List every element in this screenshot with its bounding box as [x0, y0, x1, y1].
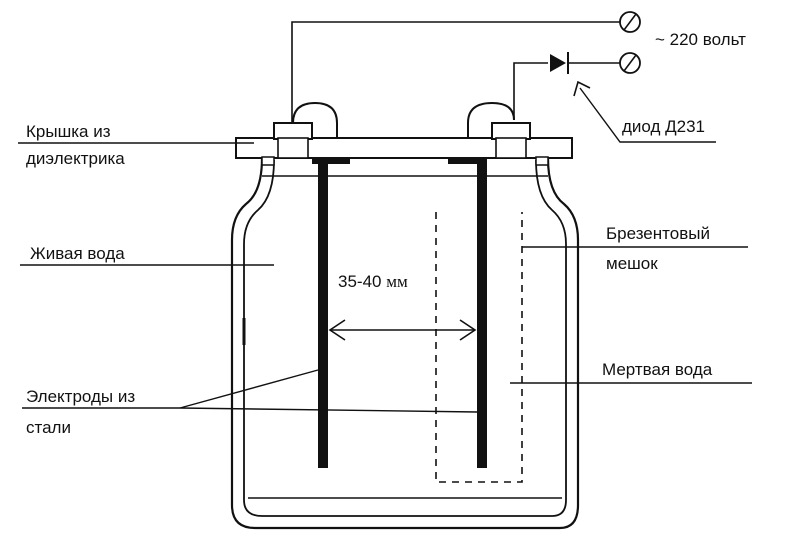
- electrodes-leader-right: [179, 407, 478, 413]
- electrodes-label-line1: Электроды из: [26, 387, 136, 406]
- left-terminal-cap: [292, 101, 338, 124]
- gap-label: 35-40 мм: [338, 272, 408, 292]
- socket-bottom-icon: [619, 52, 641, 74]
- dielectric-lid: [235, 137, 573, 159]
- lid-step-right: [535, 156, 549, 166]
- lid-label-line2: диэлектрика: [26, 149, 125, 168]
- gap-arrow-left: [328, 319, 346, 341]
- diode-leader-line: [579, 87, 716, 143]
- lid-step-left: [261, 156, 275, 166]
- gap-unit: мм: [386, 272, 408, 291]
- electrodes-label-line2: стали: [26, 418, 71, 437]
- jar-outer-outline: [230, 157, 580, 530]
- right-terminal-nut: [491, 122, 531, 140]
- wire-main: [291, 21, 620, 123]
- lid-label-line1: Крышка из: [26, 122, 111, 141]
- gap-arrow-right: [459, 319, 477, 341]
- live-water-label: Живая вода: [30, 244, 125, 263]
- right-electrode: [477, 158, 487, 468]
- canvas-bag: [435, 212, 523, 483]
- canvas-bag-label-line2: мешок: [606, 254, 658, 273]
- left-terminal-nut: [273, 122, 313, 140]
- left-electrode-clamp: [312, 157, 350, 164]
- right-terminal-base: [495, 137, 527, 159]
- wire-diode: [513, 62, 548, 120]
- left-terminal-base: [277, 137, 309, 159]
- diode-icon: [550, 54, 566, 72]
- socket-top-icon: [619, 11, 641, 33]
- left-electrode: [318, 158, 328, 468]
- dead-water-label: Мертвая вода: [602, 360, 713, 379]
- canvas-bag-label-line1: Брезентовый: [606, 224, 710, 243]
- diode-label: диод Д231: [622, 117, 706, 136]
- diode-leader-arrowhead: [573, 80, 591, 97]
- right-terminal-cap: [467, 101, 515, 124]
- gap-value: 35-40: [338, 272, 382, 291]
- voltage-label: ~ 220 вольт: [655, 30, 746, 49]
- jar-inner-outline: [243, 159, 567, 517]
- right-electrode-clamp: [448, 157, 484, 164]
- electrodes-leader-left: [179, 369, 319, 409]
